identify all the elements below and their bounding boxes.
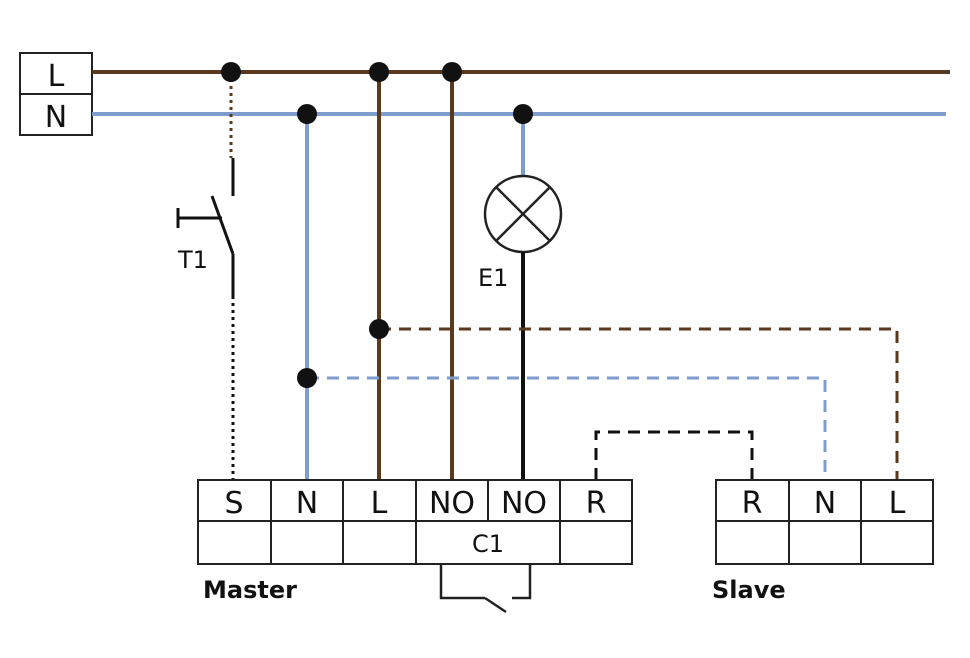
master-terminal-no-2 (487, 479, 561, 522)
lamp-cross-b (495, 186, 551, 242)
supply-terminal-block: L N (19, 52, 93, 136)
supply-neutral-cell (19, 93, 93, 136)
pushbutton-t1: T1 (176, 158, 235, 296)
junction-dot (297, 104, 317, 124)
contact-blade (484, 596, 507, 614)
master-title: Master (203, 576, 297, 604)
junction-dot (221, 62, 241, 82)
master-contact-cell (415, 520, 561, 565)
junction-dot (442, 62, 462, 82)
supply-neutral-label: N (45, 100, 67, 135)
master-terminal-label: N (296, 486, 318, 521)
slave-neutral-dashed-wire (307, 376, 827, 480)
contact-right-lead (512, 564, 532, 600)
slave-terminal-label: R (742, 486, 763, 521)
slave-title: Slave (712, 576, 786, 604)
master-terminal-l (342, 479, 417, 522)
switch-label: T1 (177, 246, 208, 274)
supply-live-label: L (48, 59, 65, 94)
master-lower-cell (342, 520, 417, 565)
slave-terminal-label: L (889, 486, 906, 521)
slave-live-dashed-wire (379, 327, 899, 480)
slave-lower-cell (788, 520, 862, 565)
master-terminal-label: NO (429, 486, 475, 521)
junction-dot (369, 319, 389, 339)
slave-lower-cell (860, 520, 934, 565)
junction-dot (297, 368, 317, 388)
slave-terminal-n (788, 479, 862, 522)
master-lower-cell (559, 520, 633, 565)
master-lower-cell (197, 520, 272, 565)
slave-terminal-label: N (814, 486, 836, 521)
contact-label: C1 (472, 530, 504, 558)
master-terminal-block: S N L NO NO R C1 (197, 479, 633, 565)
lamp-label: E1 (478, 264, 508, 292)
lamp-e1: E1 (478, 174, 563, 292)
switch-blade (210, 195, 235, 255)
contact-left-lead (439, 564, 485, 600)
relay-contact-symbol (439, 564, 532, 614)
master-terminal-label: R (586, 486, 607, 521)
master-terminal-label: S (224, 486, 243, 521)
slave-terminal-block: R N L (715, 479, 934, 565)
junction-dot (369, 62, 389, 82)
slave-terminal-l (860, 479, 934, 522)
master-terminal-label: L (371, 486, 388, 521)
junction-dot (513, 104, 533, 124)
r-link-dashed-wire (594, 430, 754, 480)
master-lower-cell (270, 520, 344, 565)
slave-lower-cell (715, 520, 790, 565)
master-terminal-label: NO (501, 486, 547, 521)
